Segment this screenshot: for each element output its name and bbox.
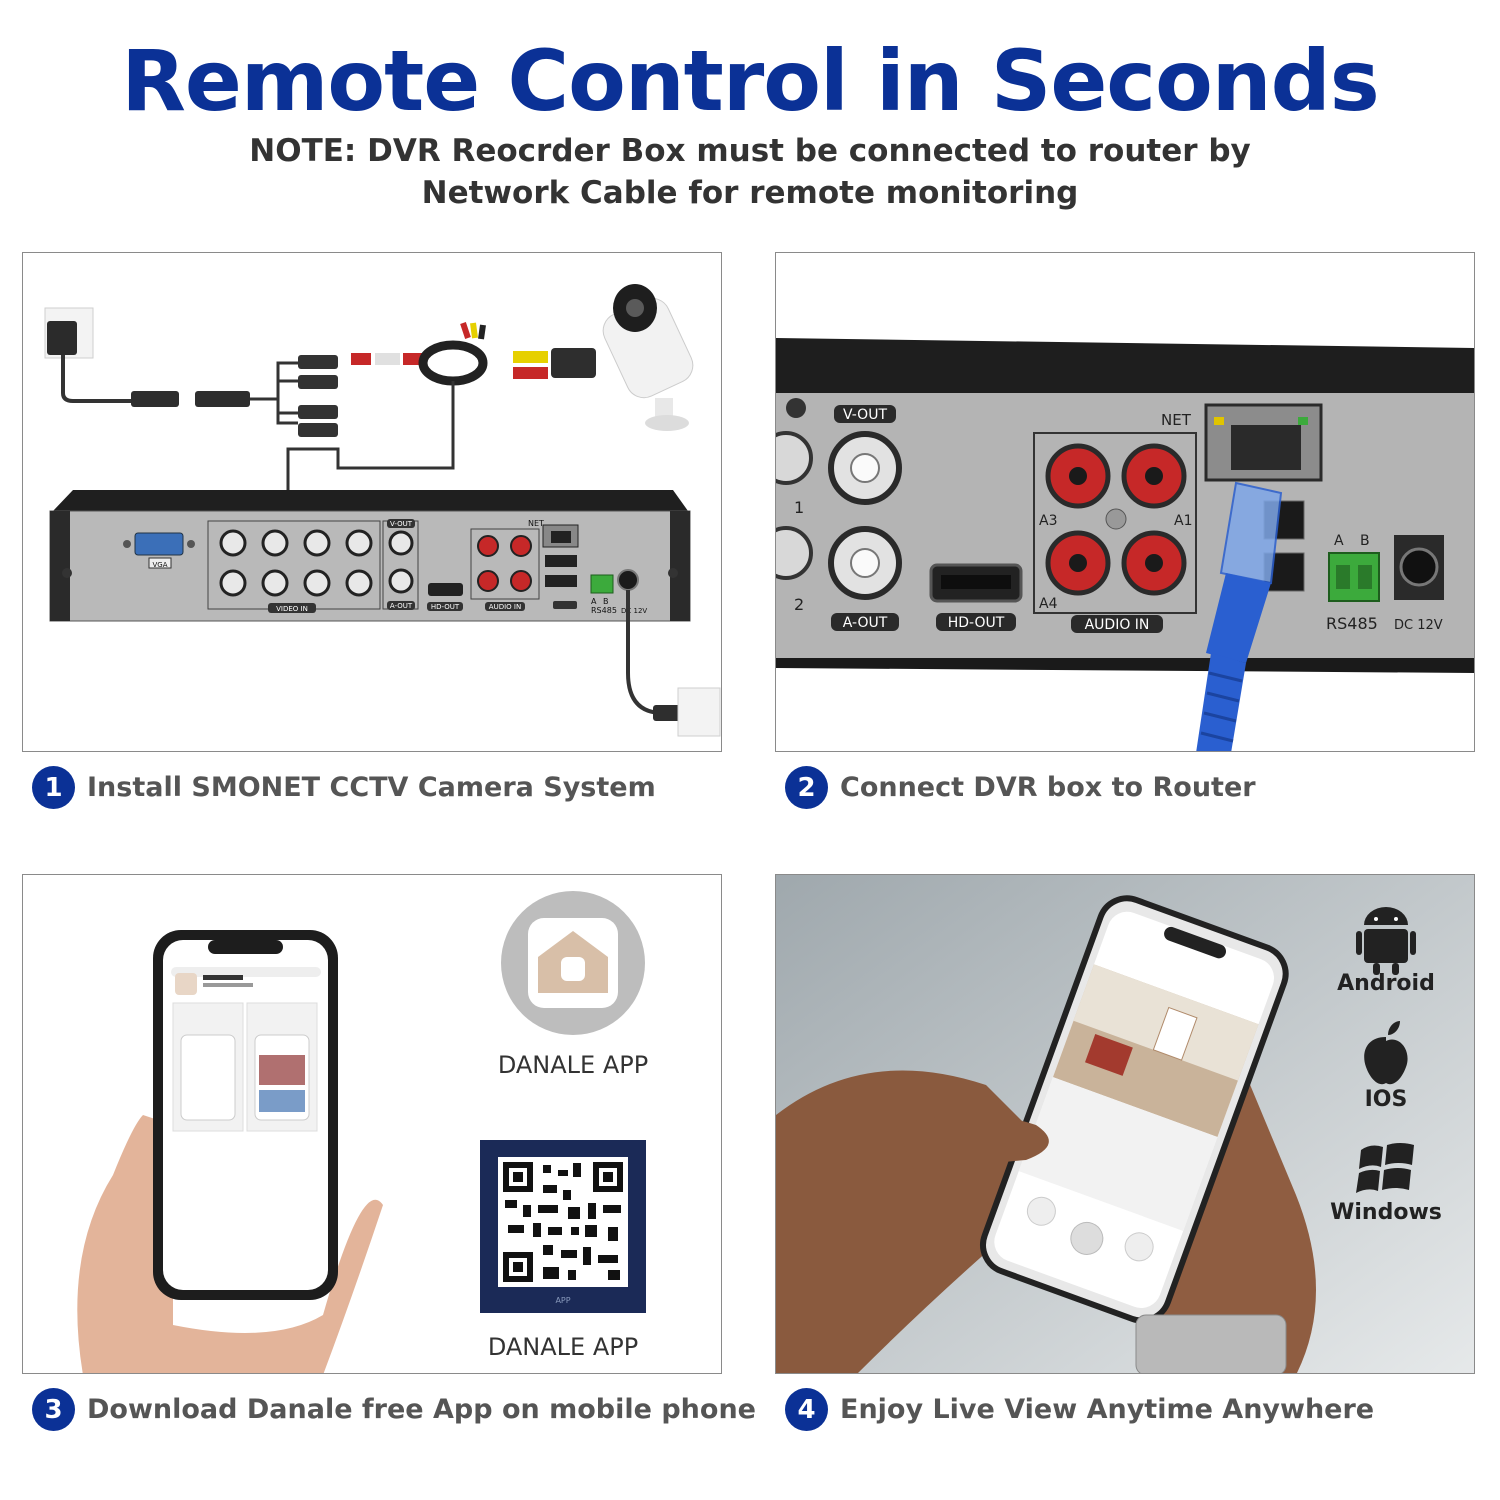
- rs485-closeup-label: RS485: [1326, 614, 1378, 633]
- a-label: A: [591, 597, 597, 606]
- ch2-label: 2: [794, 595, 804, 614]
- vga-label: VGA: [152, 561, 167, 569]
- step-4-text: Enjoy Live View Anytime Anywhere: [840, 1394, 1375, 1425]
- step-1-caption: 1 Install SMONET CCTV Camera System: [32, 766, 656, 809]
- step-2-caption: 2 Connect DVR box to Router: [785, 766, 1256, 809]
- install-diagram-panel: VGA VIDEO IN V-OUT A-OUT HD-OUT: [22, 252, 722, 752]
- android-label: Android: [1337, 971, 1435, 996]
- live-view-panel: Android IOS Windows: [775, 874, 1475, 1374]
- a-out-label: A-OUT: [390, 602, 413, 610]
- app-label-bottom: DANALE APP: [487, 1333, 639, 1361]
- step-3-caption: 3 Download Danale free App on mobile pho…: [32, 1388, 756, 1431]
- dvr-closeup: 1 2 V-OUT A-OUT HD-OUT A3 A1 A4 AUDIO IN: [776, 253, 1474, 751]
- a3-label: A3: [1039, 513, 1057, 529]
- b-closeup-label: B: [1360, 533, 1370, 549]
- windows-label: Windows: [1330, 1200, 1442, 1225]
- step-4-caption: 4 Enjoy Live View Anytime Anywhere: [785, 1388, 1374, 1431]
- video-in-label: VIDEO IN: [276, 605, 308, 613]
- audio-in-label: AUDIO IN: [489, 603, 521, 611]
- apple-icon: [1364, 1021, 1408, 1085]
- app-label-top: DANALE APP: [497, 1051, 649, 1079]
- rs485-label: RS485: [591, 606, 617, 615]
- note-line-1: NOTE: DVR Reocrder Box must be connected…: [249, 133, 1251, 169]
- a-closeup-label: A: [1334, 533, 1344, 549]
- dc12v-closeup-label: DC 12V: [1394, 618, 1443, 633]
- page-title: Remote Control in Seconds: [121, 32, 1379, 130]
- step-2-text: Connect DVR box to Router: [840, 772, 1256, 803]
- ch1-label: 1: [794, 498, 804, 517]
- install-diagram: VGA VIDEO IN V-OUT A-OUT HD-OUT: [44, 284, 721, 737]
- hd-out-label: HD-OUT: [431, 603, 460, 611]
- net-label: NET: [528, 519, 544, 528]
- ethernet-cable-icon: [1196, 481, 1283, 751]
- net-closeup-label: NET: [1161, 411, 1192, 429]
- a-out-closeup-label: A-OUT: [843, 615, 888, 631]
- phone-app-store-illustration: APP: [77, 891, 646, 1373]
- step-1-badge: 1: [32, 766, 75, 809]
- a1-label: A1: [1174, 513, 1192, 529]
- windows-icon: [1356, 1143, 1414, 1193]
- v-out-label: V-OUT: [390, 520, 413, 528]
- android-icon: [1356, 907, 1416, 975]
- hd-out-closeup-label: HD-OUT: [948, 615, 1005, 631]
- dvr-recorder-diagram: VGA VIDEO IN V-OUT A-OUT HD-OUT: [49, 490, 691, 622]
- step-3-badge: 3: [32, 1388, 75, 1431]
- download-app-panel: APP DANALE APP DANALE APP: [22, 874, 722, 1374]
- dc12v-label: DC 12V: [621, 607, 647, 615]
- page-note: NOTE: DVR Reocrder Box must be connected…: [0, 130, 1500, 214]
- phone-live-view-icon: [980, 895, 1289, 1324]
- ios-label: IOS: [1364, 1087, 1408, 1112]
- bullet-camera-icon: [602, 284, 694, 431]
- v-out-closeup-label: V-OUT: [843, 407, 887, 423]
- a4-label: A4: [1039, 596, 1058, 612]
- step-3-text: Download Danale free App on mobile phone: [87, 1394, 756, 1425]
- step-2-badge: 2: [785, 766, 828, 809]
- step-1-text: Install SMONET CCTV Camera System: [87, 772, 656, 803]
- note-line-2: Network Cable for remote monitoring: [421, 175, 1079, 211]
- wall-outlet-bottom: [677, 687, 721, 737]
- live-view-photo: [776, 875, 1474, 1373]
- step-4-badge: 4: [785, 1388, 828, 1431]
- b-label: B: [603, 597, 609, 606]
- qr-caption: APP: [555, 1296, 570, 1305]
- dvr-closeup-panel: 1 2 V-OUT A-OUT HD-OUT A3 A1 A4 AUDIO IN: [775, 252, 1475, 752]
- audio-in-closeup-label: AUDIO IN: [1085, 617, 1150, 633]
